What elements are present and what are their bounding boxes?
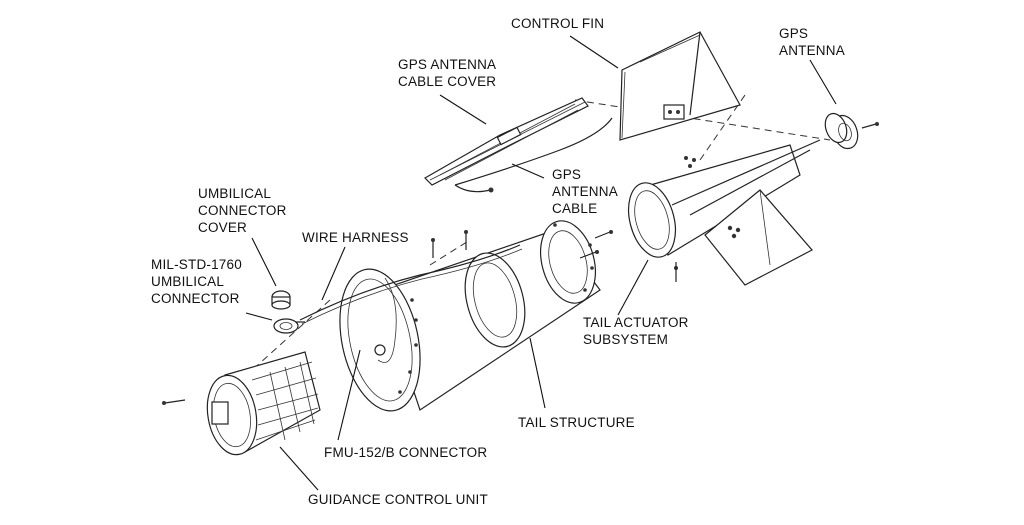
label-mil-std-1760-umbilical-connector: MIL-STD-1760 UMBILICAL CONNECTOR: [151, 257, 242, 306]
tail-structure-part: [339, 220, 613, 412]
label-fmu-152b-connector: FMU-152/B CONNECTOR: [324, 445, 488, 460]
gps-antenna-cable-cover-part: [424, 97, 589, 186]
label-tail-actuator-subsystem: TAIL ACTUATOR SUBSYSTEM: [583, 315, 689, 347]
wire-harness-part: [299, 244, 523, 325]
leader-lines: [245, 35, 837, 491]
control-fin-part: [619, 31, 741, 141]
guidance-control-unit-part: [162, 351, 321, 456]
label-umbilical-connector-cover: UMBILICAL CONNECTOR COVER: [198, 186, 287, 235]
label-guidance-control-unit: GUIDANCE CONTROL UNIT: [308, 492, 488, 507]
umbilical-connector-part: [271, 290, 305, 334]
label-gps-antenna-cable-cover: GPS ANTENNA CABLE COVER: [398, 57, 497, 89]
label-tail-structure: TAIL STRUCTURE: [518, 415, 635, 430]
label-gps-antenna-cable: GPS ANTENNA CABLE: [552, 167, 618, 216]
gps-antenna-part: [824, 112, 879, 150]
label-wire-harness: WIRE HARNESS: [302, 230, 409, 245]
gps-antenna-cable-part: [454, 117, 613, 193]
label-control-fin: CONTROL FIN: [511, 16, 605, 31]
label-gps-antenna: GPS ANTENNA: [779, 26, 845, 58]
tail-actuator-subsystem-part: [627, 139, 821, 286]
